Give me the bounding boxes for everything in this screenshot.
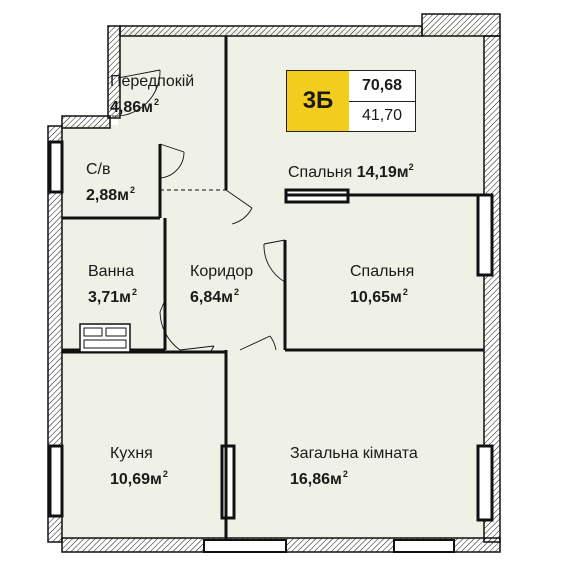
room-name-corridor: Коридор	[190, 263, 254, 280]
total-area: 70,68	[349, 71, 415, 102]
sq-suffix: 2	[129, 185, 135, 195]
floor-fill	[60, 30, 484, 540]
bathtub	[79, 323, 131, 353]
sq-suffix: 2	[402, 287, 408, 297]
door-swings	[111, 69, 286, 353]
sq-suffix: 2	[342, 469, 348, 479]
room-area-bedroom-2: 10,65м2	[350, 287, 408, 306]
sq-suffix: 2	[162, 469, 168, 479]
room-area-bedroom-1: 14,19м2	[356, 162, 414, 181]
room-name-bedroom-2: Спальня	[350, 263, 415, 280]
room-name-hallway: Передпокій	[110, 73, 195, 90]
living-area: 41,70	[361, 107, 403, 125]
room-area-kitchen: 10,69м2	[110, 469, 168, 488]
apartment-badge: 3Б 70,68 41,70	[286, 70, 416, 132]
sq-suffix: 2	[131, 287, 137, 297]
sq-suffix: 2	[233, 287, 239, 297]
room-name-living: Загальна кімната	[290, 445, 418, 462]
apartment-code: 3Б	[287, 71, 349, 131]
room-area-hallway: 4,86м2	[110, 97, 159, 116]
room-name-wc: С/в	[86, 161, 111, 178]
sq-suffix: 2	[408, 162, 414, 172]
room-name-bedroom-1: Спальня	[288, 164, 353, 181]
room-area-bath: 3,71м2	[88, 287, 137, 306]
room-area-living: 16,86м2	[290, 469, 348, 488]
apartment-areas: 70,68 41,70	[349, 71, 415, 131]
room-area-wc: 2,88м2	[86, 185, 135, 204]
room-area-corridor: 6,84м2	[190, 287, 239, 306]
room-name-bath: Ванна	[88, 263, 135, 280]
room-name-kitchen: Кухня	[110, 445, 153, 462]
sq-suffix: 2	[153, 97, 159, 107]
room-bedroom-1: Спальня 14,19м2	[288, 157, 414, 183]
